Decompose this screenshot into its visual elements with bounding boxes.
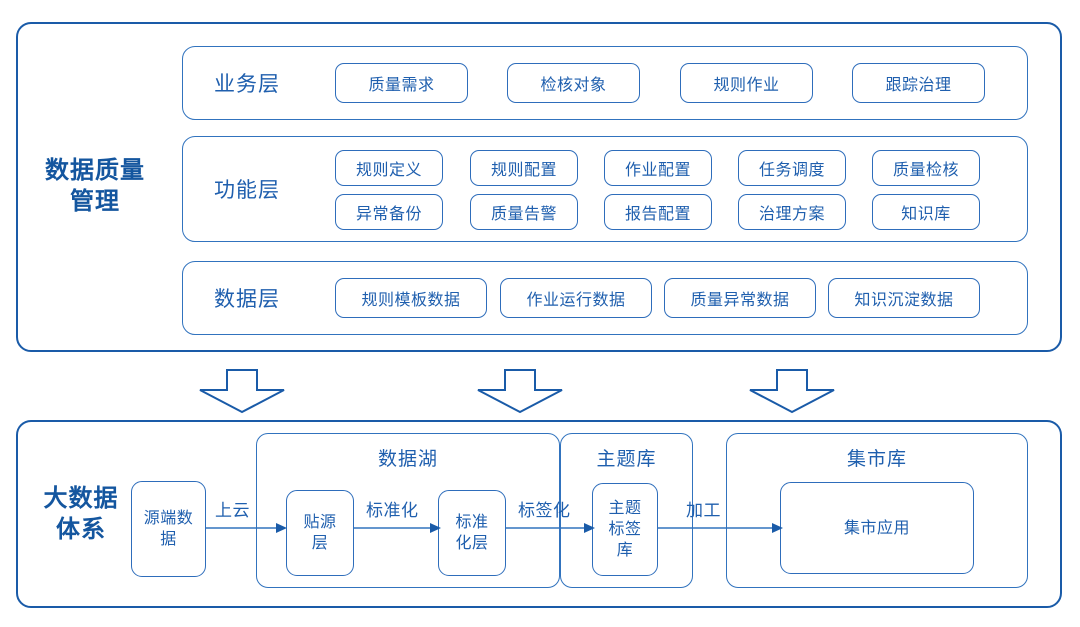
function-item-governance-plan[interactable]: 治理方案 [738, 194, 846, 230]
flow-arrow-standardization [354, 521, 442, 535]
data-item-knowledge-precipitation-data[interactable]: 知识沉淀数据 [828, 278, 980, 318]
node-raw-source-layer-label: 贴源层 [303, 514, 337, 552]
title-line-2: 体系 [56, 516, 106, 543]
title-line-1: 数据质量 [45, 157, 145, 184]
business-item-rule-job[interactable]: 规则作业 [680, 63, 813, 103]
business-item-quality-requirement[interactable]: 质量需求 [335, 63, 468, 103]
flow-arrow-upload-to-cloud [206, 521, 288, 535]
business-item-check-object[interactable]: 检核对象 [507, 63, 640, 103]
function-item-job-configuration[interactable]: 作业配置 [604, 150, 712, 186]
data-quality-management-title: 数据质量 管理 [30, 155, 160, 217]
node-source-data[interactable]: 源端数据 [131, 481, 206, 577]
edge-label-tagging: 标签化 [518, 501, 571, 520]
function-item-rule-configuration[interactable]: 规则配置 [470, 150, 578, 186]
data-layer-label: 数据层 [214, 288, 280, 311]
function-item-knowledge-base[interactable]: 知识库 [872, 194, 980, 230]
node-mart-application[interactable]: 集市应用 [780, 482, 974, 574]
data-item-rule-template-data[interactable]: 规则模板数据 [335, 278, 487, 318]
function-item-rule-definition[interactable]: 规则定义 [335, 150, 443, 186]
node-mart-application-label: 集市应用 [843, 519, 910, 537]
flow-arrow-tagging [506, 521, 596, 535]
title-line-2: 管理 [70, 188, 120, 215]
node-standardization-layer-label: 标准化层 [455, 514, 489, 552]
node-standardization-layer[interactable]: 标准化层 [438, 490, 506, 576]
node-source-data-label: 源端数据 [143, 510, 194, 548]
group-data-lake-title: 数据湖 [377, 449, 438, 470]
group-subject-library-title: 主题库 [596, 449, 657, 470]
data-item-job-runtime-data[interactable]: 作业运行数据 [500, 278, 652, 318]
function-item-quality-check[interactable]: 质量检核 [872, 150, 980, 186]
business-layer-label: 业务层 [214, 73, 280, 96]
flow-arrow-processing [658, 521, 784, 535]
big-data-system-title: 大数据 体系 [26, 483, 136, 545]
data-item-quality-exception-data[interactable]: 质量异常数据 [664, 278, 816, 318]
group-mart-library-title: 集市库 [846, 449, 907, 470]
edge-label-standardization: 标准化 [366, 501, 419, 520]
down-block-arrow-right [742, 369, 842, 414]
function-item-task-scheduling[interactable]: 任务调度 [738, 150, 846, 186]
node-subject-tag-library[interactable]: 主题标签库 [592, 483, 658, 576]
down-block-arrow-left [192, 369, 292, 414]
title-line-1: 大数据 [43, 485, 119, 512]
function-layer-label: 功能层 [214, 179, 280, 202]
function-item-quality-alert[interactable]: 质量告警 [470, 194, 578, 230]
node-raw-source-layer[interactable]: 贴源层 [286, 490, 354, 576]
business-item-tracking-governance[interactable]: 跟踪治理 [852, 63, 985, 103]
function-item-exception-backup[interactable]: 异常备份 [335, 194, 443, 230]
edge-label-processing: 加工 [686, 501, 721, 520]
function-item-report-configuration[interactable]: 报告配置 [604, 194, 712, 230]
down-block-arrow-center [470, 369, 570, 414]
node-subject-tag-library-label: 主题标签库 [608, 500, 642, 559]
edge-label-upload-to-cloud: 上云 [215, 501, 250, 520]
